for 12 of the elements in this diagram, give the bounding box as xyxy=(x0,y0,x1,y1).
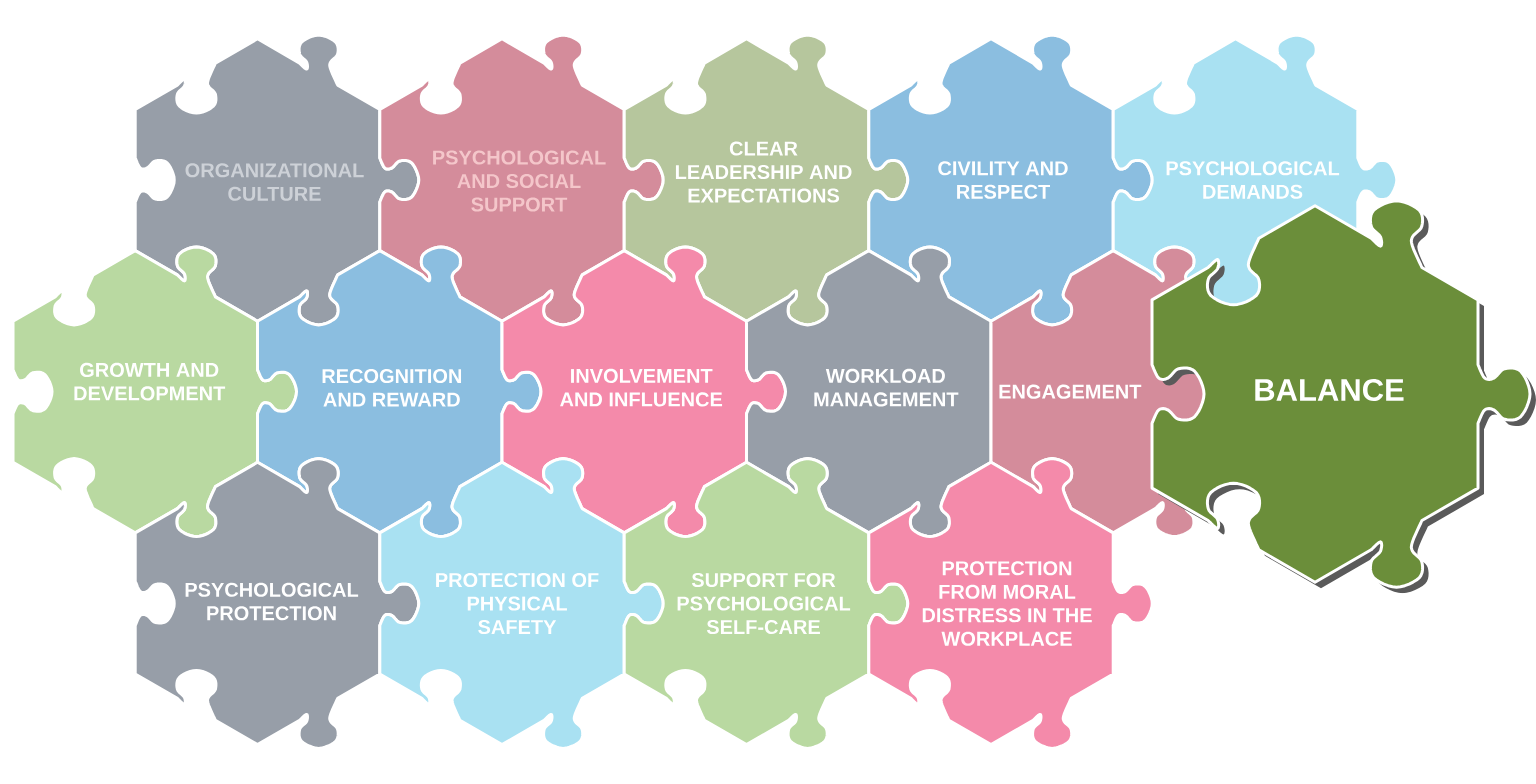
puzzle-piece: PSYCHOLOGICAL AND SOCIAL SUPPORT xyxy=(378,33,665,327)
puzzle-piece: PSYCHOLOGICAL PROTECTION xyxy=(133,457,421,750)
puzzle-piece: WORKLOAD MANAGEMENT xyxy=(745,245,993,539)
puzzle-piece: PROTECTION FROM MORAL DISTRESS IN THE WORKPLACE xyxy=(867,457,1154,750)
puzzle-piece: RECOGNITION AND REWARD xyxy=(256,245,543,539)
puzzle-piece: PROTECTION OF PHYSICAL SAFETY xyxy=(378,457,665,750)
puzzle-piece: CIVILITY AND RESPECT xyxy=(867,33,1154,327)
puzzle-piece: CLEAR LEADERSHIP AND EXPECTATIONS xyxy=(622,33,910,327)
puzzle-piece: GROWTH AND DEVELOPMENT xyxy=(11,245,298,539)
puzzle-piece: SUPPORT FOR PSYCHOLOGICAL SELF-CARE xyxy=(622,457,910,750)
puzzle-piece: INVOLVEMENT AND INFLUENCE xyxy=(500,245,787,539)
puzzle-piece: BALANCE xyxy=(1150,199,1536,594)
